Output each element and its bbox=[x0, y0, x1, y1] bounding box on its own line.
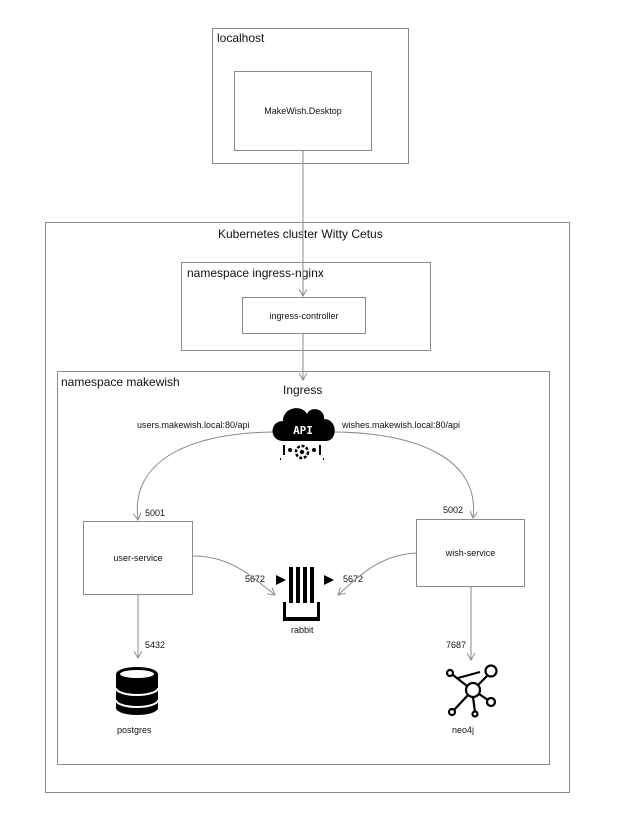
wish-service-label: wish-service bbox=[445, 548, 496, 558]
makewish-namespace-title: namespace makewish bbox=[61, 375, 180, 389]
wish-service-box[interactable]: wish-service bbox=[416, 519, 525, 587]
makewish-desktop-box[interactable]: MakeWish.Desktop bbox=[234, 71, 372, 151]
makewish-desktop-label: MakeWish.Desktop bbox=[264, 106, 342, 116]
port-user-in: 5001 bbox=[145, 508, 166, 518]
edge-wish-service-to-rabbit bbox=[338, 552, 417, 595]
port-neo4j: 7687 bbox=[446, 640, 467, 650]
user-service-box[interactable]: user-service bbox=[83, 521, 193, 595]
users-route-label: users.makewish.local:80/api bbox=[137, 420, 250, 430]
rabbit-label: rabbit bbox=[291, 625, 314, 635]
port-wish-in: 5002 bbox=[443, 505, 464, 515]
cluster-title: Kubernetes cluster Witty Cetus bbox=[218, 227, 383, 241]
api-text: API bbox=[293, 424, 313, 437]
neo4j-label: neo4j bbox=[452, 725, 475, 735]
wishes-route-label: wishes.makewish.local:80/api bbox=[342, 420, 461, 430]
postgres-label: postgres bbox=[117, 725, 152, 735]
edge-ingress-to-user-service bbox=[137, 431, 291, 520]
postgres-database-icon bbox=[115, 667, 159, 715]
localhost-title: localhost bbox=[217, 31, 265, 45]
ingress-controller-box[interactable]: ingress-controller bbox=[242, 297, 366, 334]
edge-ingress-to-wish-service bbox=[317, 431, 474, 518]
ingress-label: Ingress bbox=[283, 383, 323, 397]
port-postgres: 5432 bbox=[145, 640, 166, 650]
rabbit-icon bbox=[276, 567, 334, 621]
user-service-label: user-service bbox=[113, 553, 163, 563]
localhost-box bbox=[212, 28, 409, 164]
api-cloud-icon: API bbox=[272, 408, 335, 460]
port-rabbit-from-wish: 5672 bbox=[343, 574, 364, 584]
ingress-nginx-namespace-title: namespace ingress-nginx bbox=[187, 266, 324, 280]
edge-user-service-to-rabbit bbox=[192, 555, 275, 595]
neo4j-graph-icon bbox=[445, 664, 498, 718]
ingress-controller-label: ingress-controller bbox=[269, 310, 339, 321]
ingress-nginx-namespace-box bbox=[181, 262, 431, 351]
cluster-box bbox=[45, 222, 570, 793]
